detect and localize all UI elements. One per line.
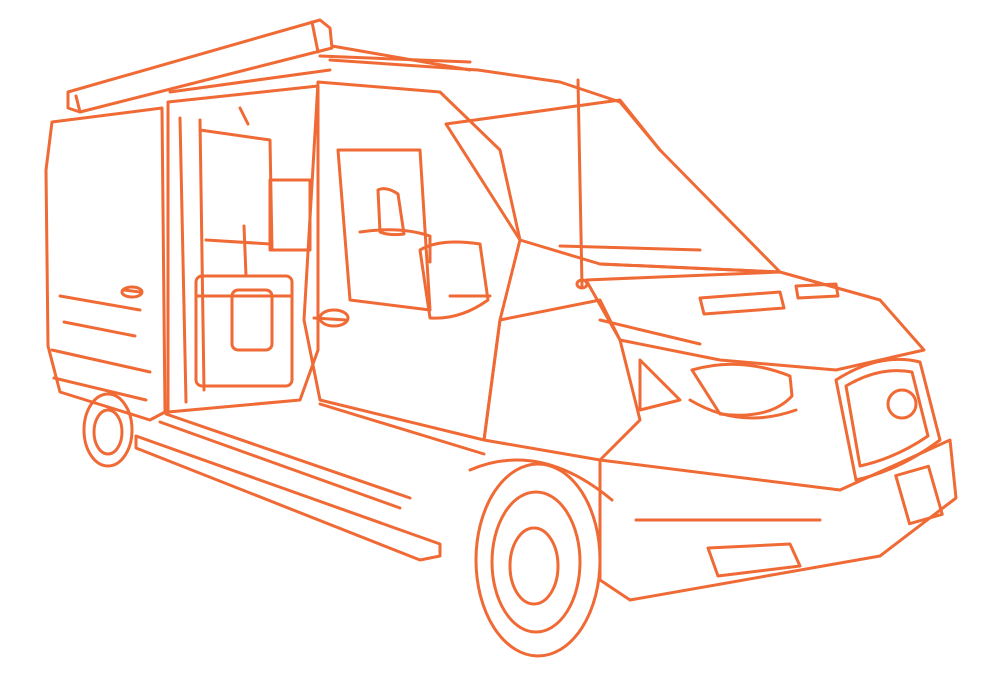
rear-side-panel: [44, 106, 167, 422]
headlight: [688, 362, 798, 420]
side-step: [134, 412, 442, 562]
front-body-panel: [482, 298, 682, 462]
cab-seat: [358, 187, 432, 264]
front-grille: [834, 357, 942, 482]
hood: [584, 270, 926, 372]
roof-awning: [66, 18, 472, 114]
front-door: [302, 80, 522, 456]
front-wheel: [468, 458, 614, 658]
side-mirror: [418, 240, 492, 320]
van-line-art: [44, 18, 958, 658]
windshield: [444, 98, 782, 274]
rear-wheel: [82, 392, 134, 468]
interior-cabinet: [194, 178, 312, 388]
front-bumper: [598, 438, 958, 602]
